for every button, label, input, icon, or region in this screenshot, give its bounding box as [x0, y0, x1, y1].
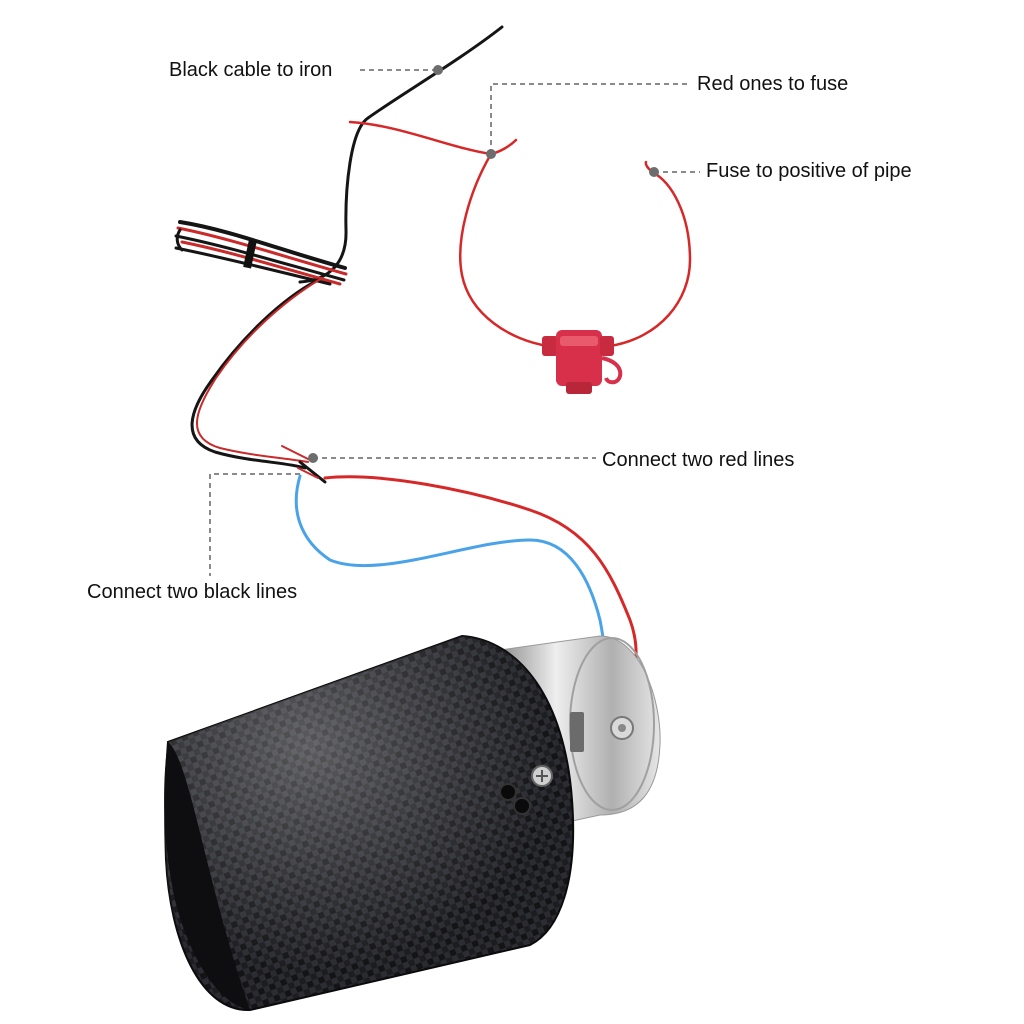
leader-lines — [209, 69, 700, 576]
label-two-red: Connect two red lines — [602, 449, 795, 471]
carbon-rim — [164, 742, 250, 1010]
dot-black-cable — [433, 65, 443, 75]
twisted-pair-red — [196, 277, 323, 463]
connection-dots — [308, 65, 659, 463]
leader-red-fuse — [490, 83, 690, 154]
red-wire-to-fuse-source — [348, 120, 518, 156]
red-wire-left-loop — [459, 152, 550, 348]
label-red-fuse: Red ones to fuse — [697, 73, 849, 95]
dot-red-fuse — [486, 149, 496, 159]
label-two-black: Connect two black lines — [87, 581, 298, 603]
dot-fuse-positive — [649, 167, 659, 177]
side-screw-icon — [499, 765, 553, 815]
main-cable — [174, 25, 504, 484]
label-fuse-positive: Fuse to positive of pipe — [706, 160, 912, 182]
fuse-wire-loop — [348, 120, 692, 348]
exhaust-tip-icon — [164, 634, 661, 1012]
screw-icon — [570, 712, 634, 752]
leader-two-black — [209, 473, 300, 576]
twisted-pair-black — [190, 278, 320, 470]
red-wire-right-loop — [608, 160, 692, 348]
dot-two-red — [308, 453, 318, 463]
label-black-cable: Black cable to iron — [169, 59, 333, 81]
fuse-holder-icon — [542, 330, 623, 394]
coiled-wire-bundle — [174, 220, 348, 286]
